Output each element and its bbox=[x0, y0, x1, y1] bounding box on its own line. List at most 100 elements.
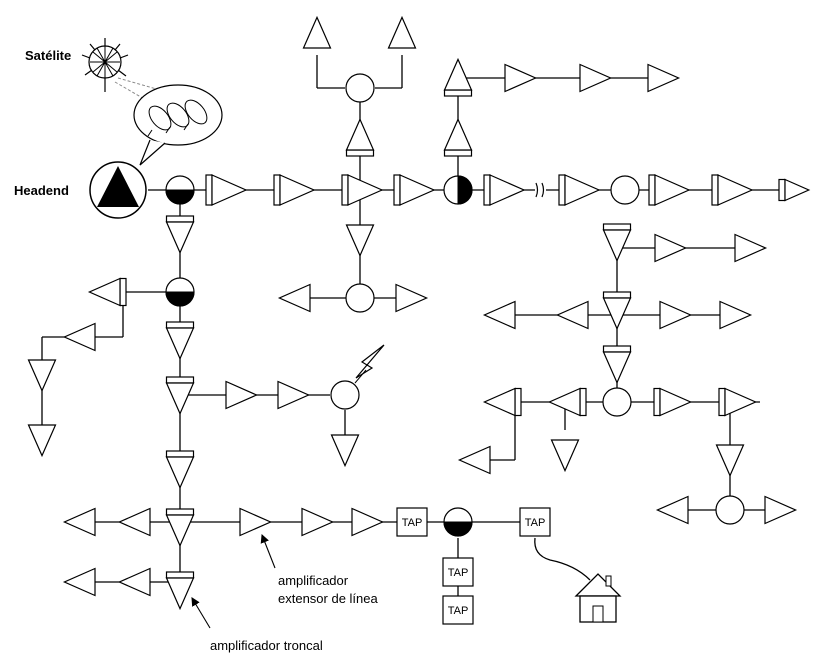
trunk-amplifier-icon bbox=[547, 387, 581, 417]
tap-label: TAP bbox=[448, 605, 469, 617]
directional-coupler-fill bbox=[165, 291, 195, 307]
line-extender-icon bbox=[27, 359, 57, 393]
trunk-amplifier-bar-icon bbox=[602, 223, 632, 231]
line-extender-icon bbox=[764, 495, 798, 525]
trunk-amplifier-bar-icon bbox=[718, 387, 726, 417]
trunk-amplifier-label: amplificador troncal bbox=[210, 638, 323, 653]
line-extender-icon bbox=[654, 233, 688, 263]
line-extender-icon bbox=[387, 15, 417, 49]
trunk-amplifier-bar-icon bbox=[558, 174, 566, 206]
trunk-amplifier-icon bbox=[564, 174, 601, 206]
line-extender-icon bbox=[719, 300, 753, 330]
line-extender-icon bbox=[655, 495, 689, 525]
trunk-amplifier-bar-icon bbox=[711, 174, 719, 206]
trunk-amplifier-bar-icon bbox=[602, 291, 632, 299]
trunk-amplifier-icon bbox=[602, 229, 632, 263]
line-extender-icon bbox=[715, 444, 745, 478]
satellite-icon bbox=[81, 38, 129, 92]
trunk-amplifier-icon bbox=[724, 387, 758, 417]
line-extender-icon bbox=[62, 322, 96, 352]
trunk-amplifier-bar-icon bbox=[341, 174, 349, 206]
tap-box bbox=[396, 507, 428, 537]
splitter-icon bbox=[602, 387, 632, 417]
trunk-amplifier-icon bbox=[165, 327, 195, 361]
trunk-amplifier-icon bbox=[165, 382, 195, 416]
line-extender-icon bbox=[351, 507, 385, 537]
trunk-amplifier-icon bbox=[345, 117, 375, 151]
splitter-icon bbox=[345, 283, 375, 313]
trunk-amplifier-icon bbox=[654, 174, 691, 206]
trunk-amplifier-icon bbox=[443, 57, 473, 91]
trunk-amplifier-icon bbox=[659, 387, 693, 417]
trunk-amplifier-bar-icon bbox=[165, 215, 195, 223]
splitter-icon bbox=[715, 495, 745, 525]
line-extender-icon bbox=[117, 507, 151, 537]
line-extender-icon bbox=[302, 15, 332, 49]
trunk-amplifier-pointer bbox=[191, 597, 211, 629]
trunk-amplifier-icon bbox=[165, 514, 195, 548]
trunk-amplifier-bar-icon bbox=[345, 149, 375, 157]
trunk-amplifier-icon bbox=[165, 577, 195, 611]
tap-label: TAP bbox=[448, 567, 469, 579]
trunk-amplifier-icon bbox=[602, 297, 632, 331]
trunk-amplifier-bar-icon bbox=[602, 345, 632, 353]
line-extender-icon bbox=[277, 380, 311, 410]
line-extender-icon bbox=[277, 283, 311, 313]
trunk-amplifier-icon bbox=[347, 174, 384, 206]
trunk-amplifier-bar-icon bbox=[648, 174, 656, 206]
line-extender-icon bbox=[239, 507, 273, 537]
trunk-amplifier-icon bbox=[602, 351, 632, 385]
trunk-amplifier-bar-icon bbox=[165, 450, 195, 458]
trunk-amplifier-bar-icon bbox=[273, 174, 281, 206]
line-extender-icon bbox=[504, 63, 538, 93]
trunk-amplifier-bar-icon bbox=[653, 387, 661, 417]
line-extender-icon bbox=[301, 507, 335, 537]
house-chimney-icon bbox=[605, 575, 612, 587]
trunk-amplifier-bar-icon bbox=[165, 508, 195, 516]
line-extender-icon bbox=[457, 445, 491, 475]
line-extender-icon bbox=[62, 507, 96, 537]
line-extender-icon bbox=[555, 300, 589, 330]
trunk-amplifier-bar-icon bbox=[205, 174, 213, 206]
signal-ray-2 bbox=[114, 81, 161, 109]
directional-coupler-fill bbox=[443, 521, 473, 537]
line-break-icon bbox=[535, 182, 545, 198]
trunk-amplifier-bar-icon bbox=[443, 89, 473, 97]
trunk-amplifier-bar-icon bbox=[483, 174, 491, 206]
trunk-amplifier-icon bbox=[165, 456, 195, 490]
tap-label: TAP bbox=[402, 517, 423, 529]
trunk-amplifier-bar-icon bbox=[119, 277, 127, 307]
line-extender-icon bbox=[225, 380, 259, 410]
trunk-amplifier-icon bbox=[784, 178, 811, 202]
trunk-amplifier-icon bbox=[279, 174, 316, 206]
branch-line bbox=[354, 369, 367, 384]
directional-coupler-fill bbox=[165, 189, 195, 205]
trunk-amplifier-bar-icon bbox=[443, 149, 473, 157]
trunk-amplifier-icon bbox=[399, 174, 436, 206]
line-extender-icon bbox=[734, 233, 768, 263]
tap-label: TAP bbox=[525, 517, 546, 529]
trunk-amplifier-bar-icon bbox=[165, 571, 195, 579]
tap-box bbox=[442, 557, 474, 587]
satellite-label: Satélite bbox=[25, 48, 71, 63]
trunk-amplifier-icon bbox=[87, 277, 121, 307]
splitter-icon bbox=[330, 380, 360, 410]
trunk-amplifier-icon bbox=[211, 174, 248, 206]
splitter-icon bbox=[610, 175, 640, 205]
trunk-amplifier-bar-icon bbox=[514, 387, 522, 417]
line-extender-icon bbox=[27, 424, 57, 458]
line-extender-icon bbox=[550, 439, 580, 473]
headend-icon bbox=[89, 161, 147, 219]
line-extender-icon bbox=[482, 300, 516, 330]
line-extender-label-line1: amplificador bbox=[278, 573, 349, 588]
line-extender-icon bbox=[355, 344, 385, 379]
house-roof-icon bbox=[574, 573, 622, 597]
tap-box bbox=[519, 507, 551, 537]
line-extender-icon bbox=[579, 63, 613, 93]
directional-coupler-fill bbox=[457, 175, 473, 205]
tap-box bbox=[442, 595, 474, 625]
splitter-icon bbox=[345, 73, 375, 103]
trunk-amplifier-bar-icon bbox=[165, 376, 195, 384]
headend-label: Headend bbox=[14, 183, 69, 198]
